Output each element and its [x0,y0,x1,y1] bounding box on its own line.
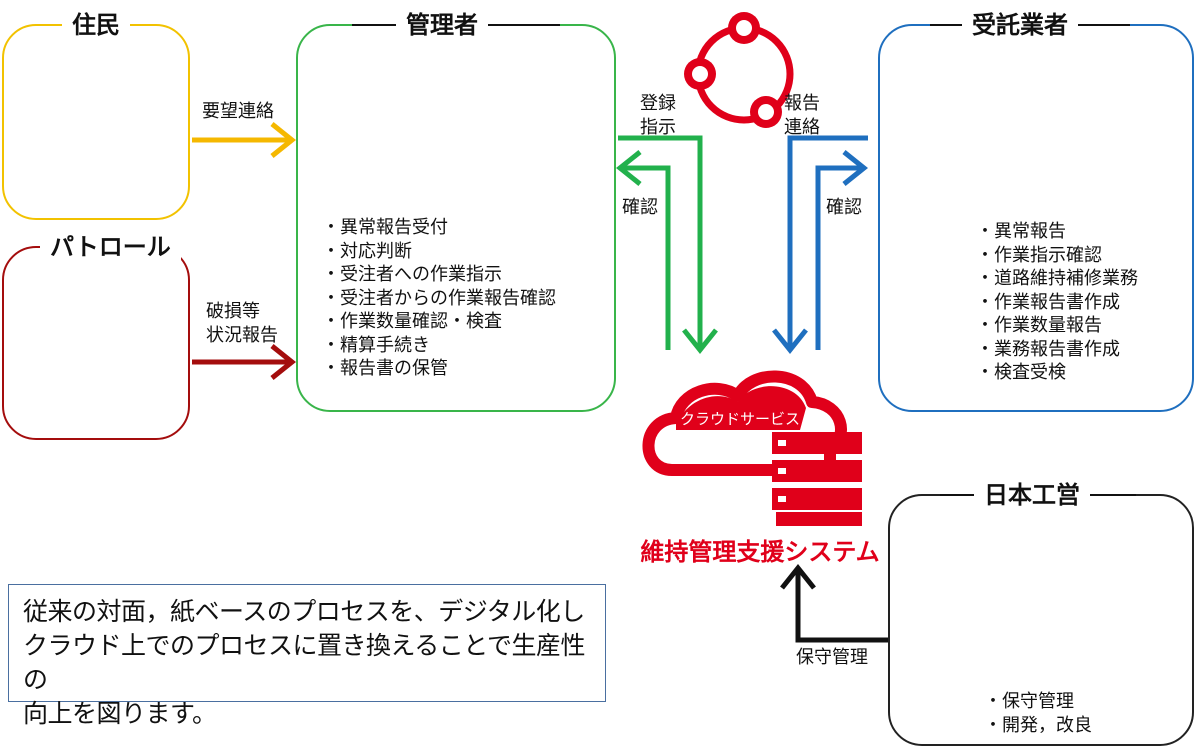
arrow-damage-report [192,344,297,380]
summary-note: 従来の対面，紙ベースのプロセスを、デジタル化し クラウド上でのプロセスに置き換え… [8,584,606,728]
cloud-server-icon [642,370,862,526]
cycle-icon [684,12,794,128]
contractor-title: 受託業者 [962,10,1078,40]
arrow-request [192,122,297,158]
list-item: 業務報告書作成 [976,338,1138,362]
list-item: 受注者からの作業報告確認 [322,287,556,311]
list-item: 作業数量報告 [976,314,1138,338]
damage-label-line1: 破損等 [206,301,260,322]
confirm-right-label: 確認 [826,197,862,218]
patrol-title: パトロール [40,232,181,262]
note-line3: 向上を図ります。 [23,699,217,728]
residents-box [2,24,190,220]
list-item: 保守管理 [984,690,1092,714]
damage-label-line2: 状況報告 [206,325,278,346]
residents-title: 住民 [62,10,130,40]
list-item: 道路維持補修業務 [976,267,1138,291]
arrow-confirm-right [815,150,869,350]
list-item: 異常報告 [976,220,1138,244]
manager-title: 管理者 [396,10,488,40]
list-item: 検査受検 [976,361,1138,385]
nihon-koei-task-list: 保守管理 開発，改良 [984,690,1092,737]
list-item: 報告書の保管 [322,357,556,381]
arrow-register [618,135,718,355]
list-item: 作業報告書作成 [976,291,1138,315]
nihon-koei-title: 日本工営 [974,480,1090,510]
list-item: 異常報告受付 [322,216,556,240]
maintenance-label: 保守管理 [796,647,868,668]
register-label-line2: 指示 [640,117,676,138]
arrow-maintenance [780,563,888,643]
note-line2: クラウド上でのプロセスに置き換えることで生産性の [23,631,586,694]
report-label-line2: 連絡 [784,117,820,138]
request-label: 要望連絡 [202,101,274,122]
list-item: 精算手続き [322,334,556,358]
patrol-box [2,246,190,440]
list-item: 作業数量確認・検査 [322,310,556,334]
arrow-confirm-left [615,150,671,350]
report-label-line1: 報告 [784,93,820,114]
register-label-line1: 登録 [640,93,676,114]
confirm-left-label: 確認 [622,197,658,218]
list-item: 受注者への作業指示 [322,263,556,287]
cloud-service-label: クラウドサービス [680,410,801,428]
list-item: 対応判断 [322,240,556,264]
contractor-task-list: 異常報告 作業指示確認 道路維持補修業務 作業報告書作成 作業数量報告 業務報告… [976,220,1138,385]
manager-task-list: 異常報告受付 対応判断 受注者への作業指示 受注者からの作業報告確認 作業数量確… [322,216,556,381]
list-item: 作業指示確認 [976,244,1138,268]
arrow-report [772,135,868,355]
note-line1: 従来の対面，紙ベースのプロセスを、デジタル化し [23,597,585,626]
list-item: 開発，改良 [984,714,1092,738]
system-name: 維持管理支援システム [640,538,880,566]
